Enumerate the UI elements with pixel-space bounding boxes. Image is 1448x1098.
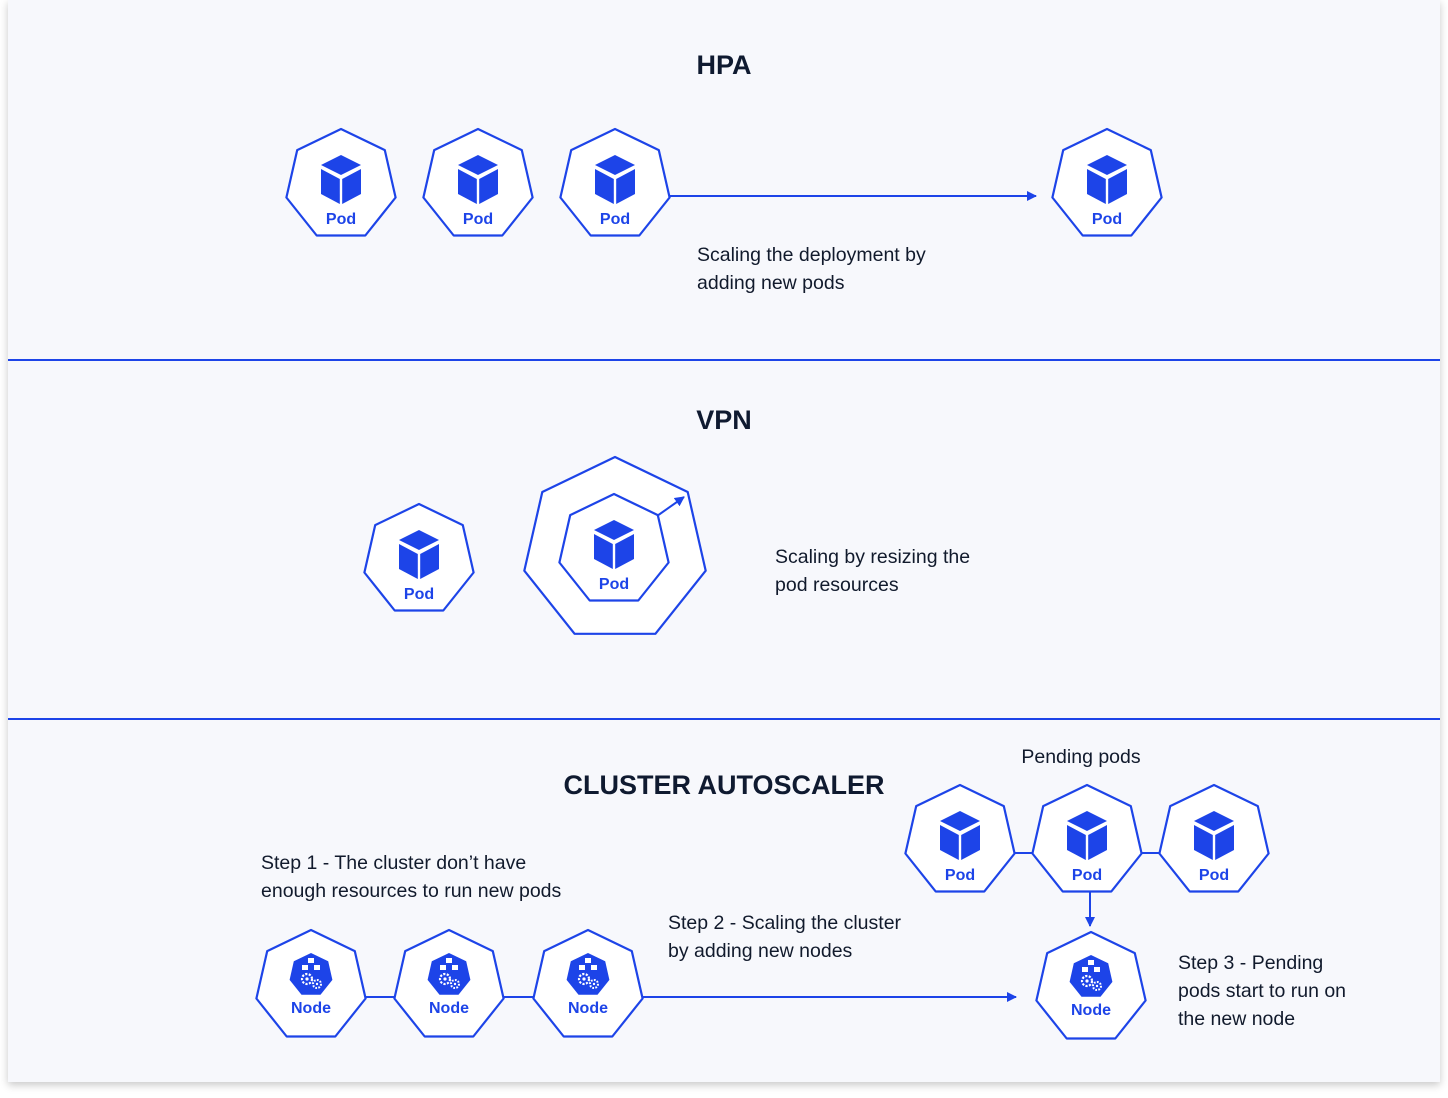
pending-pod-2: Pod xyxy=(1031,783,1143,893)
vpn-title: VPN xyxy=(696,405,752,435)
hpa-pod-4-cube-icon xyxy=(1087,155,1127,204)
existing-node-2-label: Node xyxy=(429,1000,469,1017)
pending-pod-3-cube-icon xyxy=(1194,811,1234,860)
vpn-pod-original-label: Pod xyxy=(404,586,434,603)
vpn-caption-line-2: pod resources xyxy=(775,574,899,596)
hpa-pod-1-cube-icon xyxy=(321,155,361,204)
vpn-caption-line-1: Scaling by resizing the xyxy=(775,546,970,568)
step1-line-1: Step 1 - The cluster don’t have xyxy=(261,852,526,874)
step2-caption: Step 2 - Scaling the cluster by adding n… xyxy=(668,912,906,962)
existing-node-1-node-icon xyxy=(289,953,333,995)
hpa-pod-2-cube-icon xyxy=(458,155,498,204)
hpa-pod-1: Pod xyxy=(285,127,397,237)
existing-node-3-node-icon xyxy=(566,953,610,995)
pending-pod-1-cube-icon xyxy=(940,811,980,860)
existing-node-1: Node xyxy=(255,928,367,1038)
hpa-caption-line-2: adding new pods xyxy=(697,272,845,294)
vpn-pod-resized: Pod xyxy=(558,492,670,602)
existing-node-3-label: Node xyxy=(568,1000,608,1017)
hpa-pod-3: Pod xyxy=(559,127,671,237)
step1-caption: Step 1 - The cluster don’t have enough r… xyxy=(261,852,562,902)
new-node-label: Node xyxy=(1071,1002,1111,1019)
cluster-autoscaler-title: CLUSTER AUTOSCALER xyxy=(563,770,884,800)
pending-pod-3: Pod xyxy=(1158,783,1270,893)
vpn-pod-resized-cube-icon xyxy=(594,520,634,569)
vpn-caption: Scaling by resizing the pod resources xyxy=(775,546,976,596)
hpa-pod-2: Pod xyxy=(422,127,534,237)
hpa-pod-4-label: Pod xyxy=(1092,211,1122,228)
hpa-pod-4: Pod xyxy=(1051,127,1163,237)
step2-line-1: Step 2 - Scaling the cluster xyxy=(668,912,902,934)
hpa-caption: Scaling the deployment by adding new pod… xyxy=(697,244,931,294)
pending-pod-1-label: Pod xyxy=(945,867,975,884)
vpn-pod-original-cube-icon xyxy=(399,530,439,579)
pending-pod-2-cube-icon xyxy=(1067,811,1107,860)
vpn-resize-arrow xyxy=(656,496,685,517)
step3-line-3: the new node xyxy=(1178,1008,1295,1030)
step2-line-2: by adding new nodes xyxy=(668,940,853,962)
new-node: Node xyxy=(1035,930,1147,1040)
vpn-pod-resized-label: Pod xyxy=(599,576,629,593)
existing-node-1-label: Node xyxy=(291,1000,331,1017)
diagram-card xyxy=(8,0,1440,1082)
hpa-pod-1-label: Pod xyxy=(326,211,356,228)
pending-pod-3-label: Pod xyxy=(1199,867,1229,884)
hpa-caption-line-1: Scaling the deployment by xyxy=(697,244,926,266)
existing-node-3: Node xyxy=(532,928,644,1038)
hpa-pod-3-label: Pod xyxy=(600,211,630,228)
new-node-node-icon xyxy=(1069,955,1113,997)
step3-line-2: pods start to run on xyxy=(1178,980,1346,1002)
pending-pod-2-label: Pod xyxy=(1072,867,1102,884)
pending-pods-label: Pending pods xyxy=(1021,746,1141,768)
pending-pod-1: Pod xyxy=(904,783,1016,893)
step1-line-2: enough resources to run new pods xyxy=(261,880,562,902)
hpa-pod-2-label: Pod xyxy=(463,211,493,228)
hpa-title: HPA xyxy=(696,50,751,80)
hpa-pod-3-cube-icon xyxy=(595,155,635,204)
step3-line-1: Step 3 - Pending xyxy=(1178,952,1323,974)
existing-node-2: Node xyxy=(393,928,505,1038)
vpn-pod-original: Pod xyxy=(363,502,475,612)
existing-node-2-node-icon xyxy=(427,953,471,995)
step3-caption: Step 3 - Pending pods start to run on th… xyxy=(1178,952,1351,1030)
